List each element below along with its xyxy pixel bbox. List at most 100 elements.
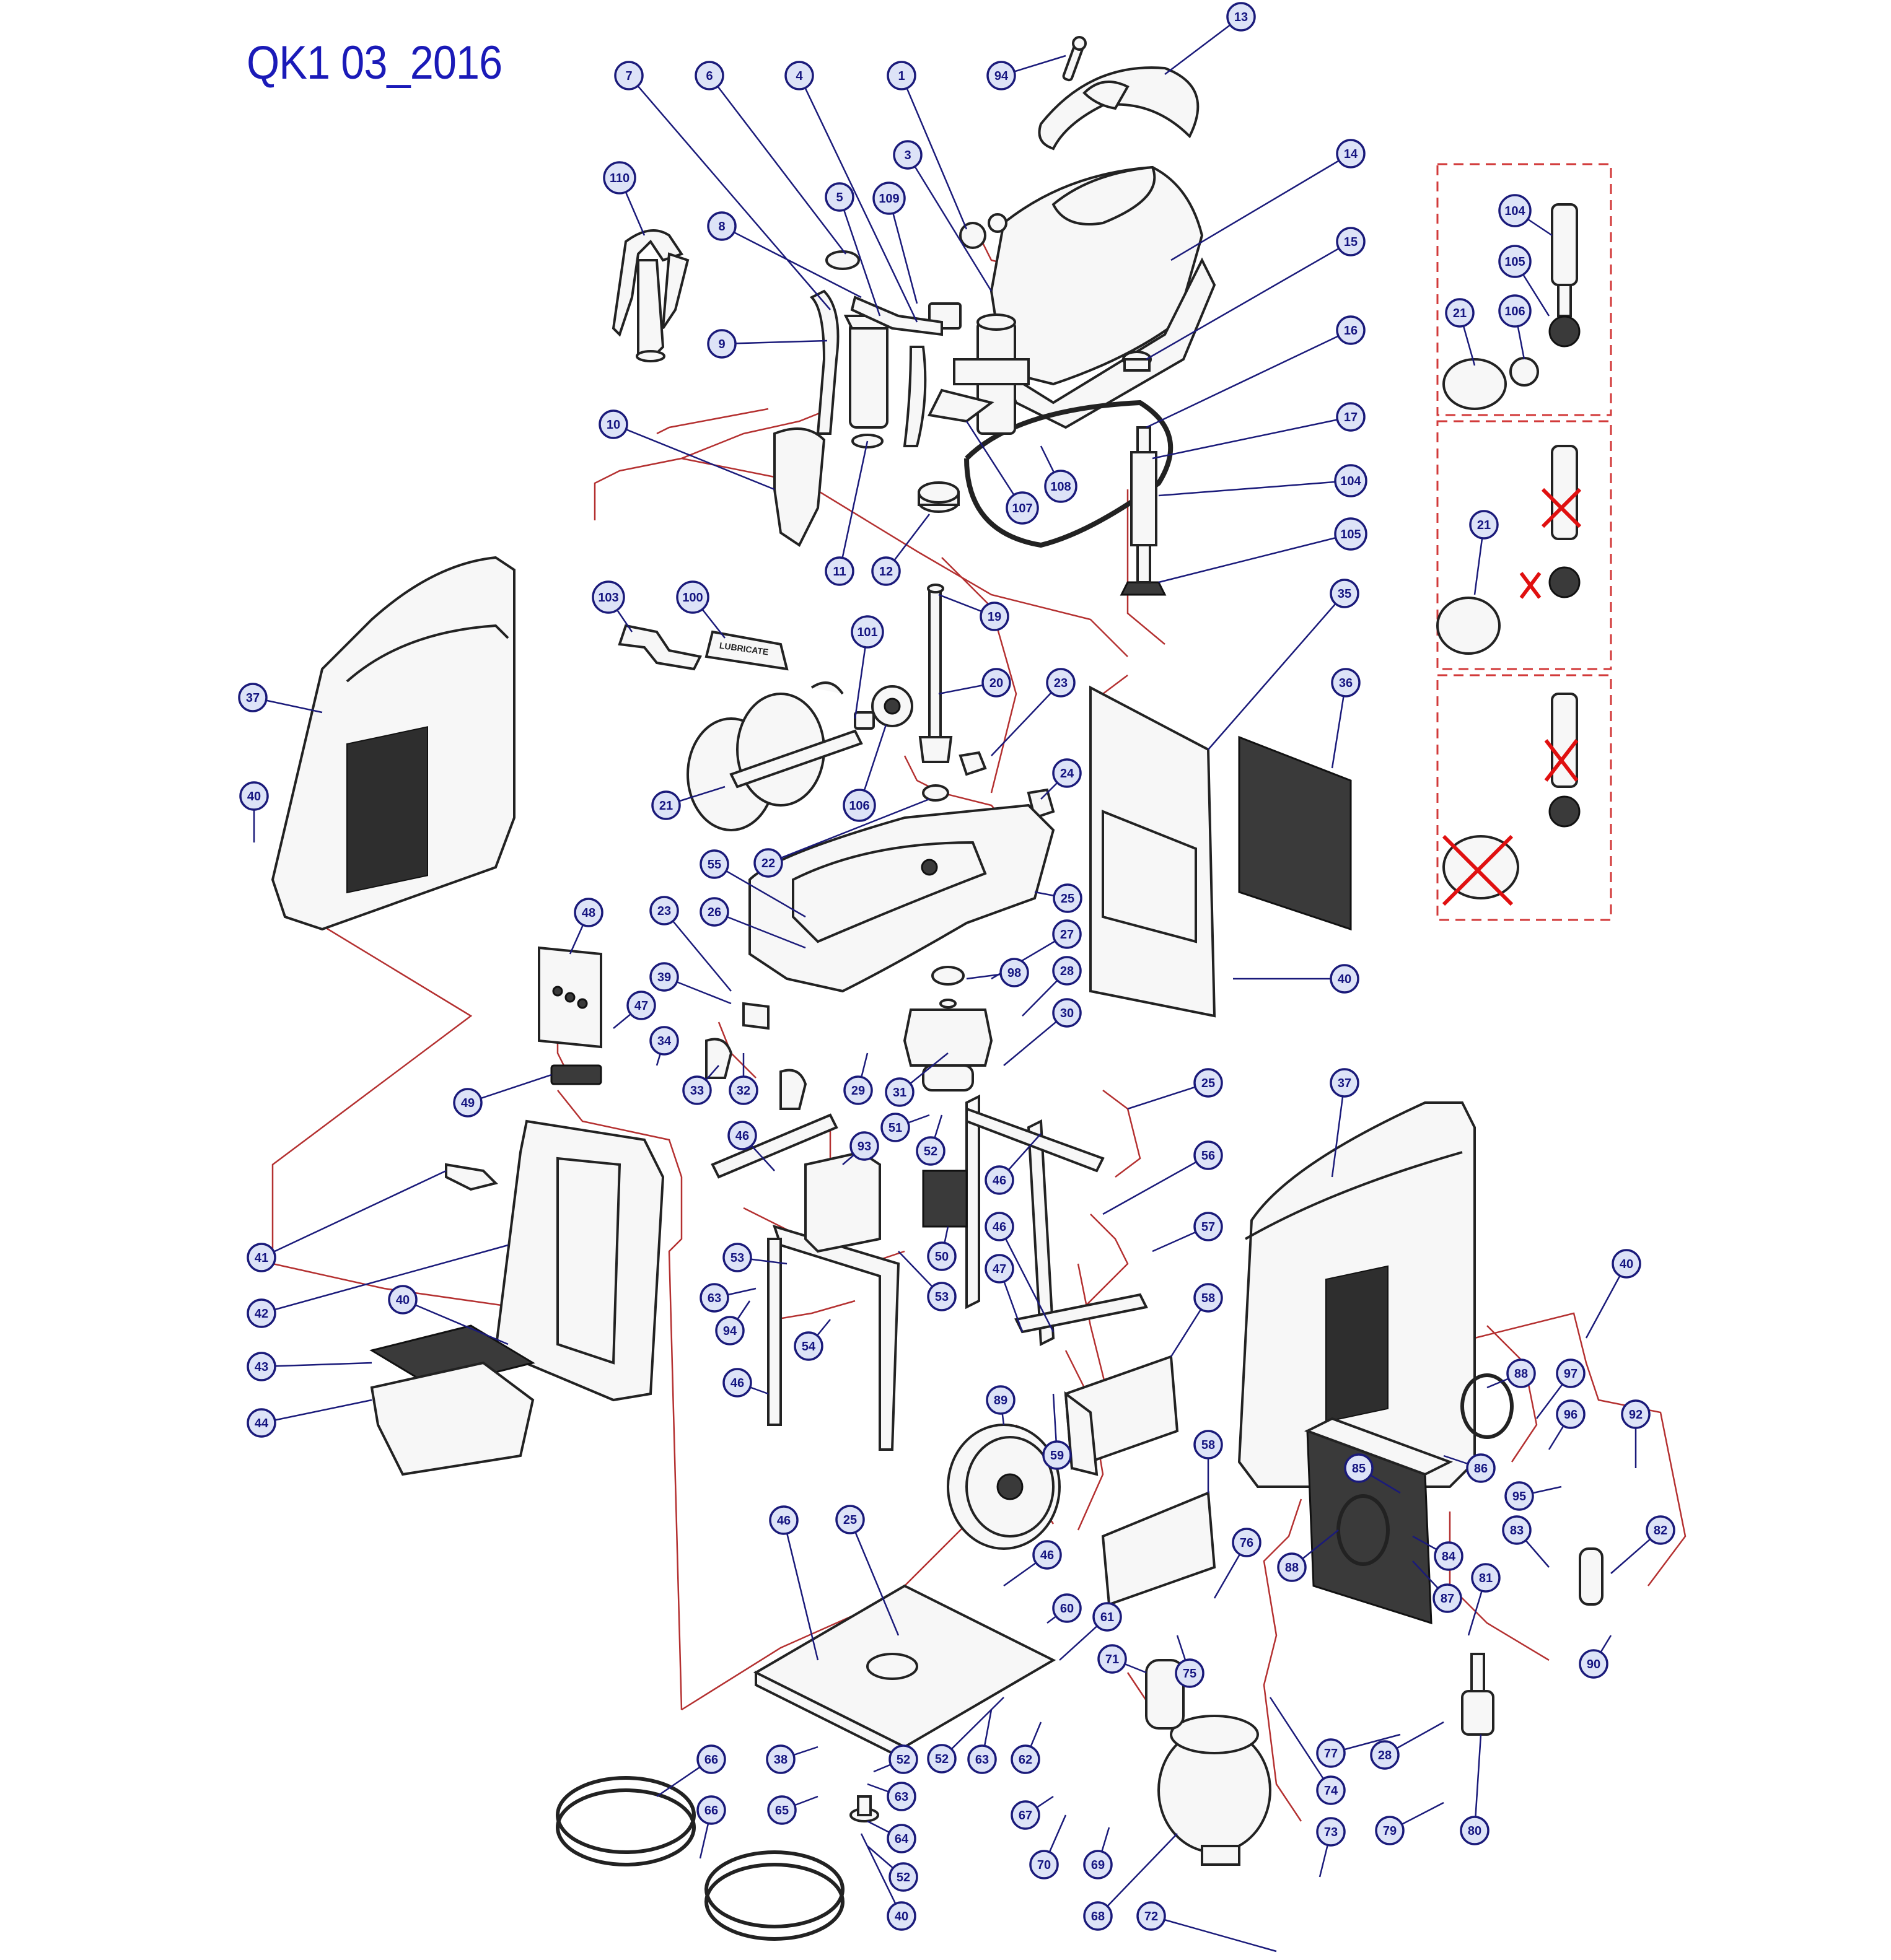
callout-number: 52 — [924, 1145, 937, 1158]
callout-bubble — [880, 1113, 910, 1142]
callout-bubble — [1370, 1740, 1400, 1770]
callout-66: 66 — [696, 1795, 726, 1825]
leader-line-35 — [1208, 593, 1345, 750]
callout-bubble — [985, 1165, 1014, 1195]
leader-line-9 — [721, 339, 828, 345]
callout-46: 46 — [985, 1212, 1014, 1241]
callout-bubble — [727, 1121, 757, 1150]
callout-90: 90 — [1579, 1649, 1608, 1679]
leader-line-105 — [1158, 533, 1351, 584]
callout-21: 21 — [1445, 298, 1475, 328]
callout-40: 40 — [887, 1901, 916, 1931]
callout-number: 47 — [993, 1262, 1006, 1276]
callout-bubble — [1471, 1563, 1501, 1593]
connector-49 — [550, 1064, 602, 1085]
leader-line-46 — [783, 1520, 819, 1661]
callout-bubble — [1330, 964, 1359, 994]
leader-line-14 — [1170, 152, 1351, 261]
callout-number: 32 — [737, 1084, 750, 1098]
callout-number: 7 — [625, 69, 632, 83]
callout-38: 38 — [766, 1744, 796, 1774]
callout-3: 3 — [893, 140, 923, 170]
drip-tray-43-44 — [369, 1324, 535, 1476]
callout-number: 95 — [1512, 1490, 1526, 1503]
callout-number: 83 — [1510, 1524, 1524, 1538]
callout-bubble — [1052, 919, 1082, 949]
callout-bubble — [1006, 491, 1039, 525]
callout-number: 57 — [1201, 1220, 1215, 1234]
callout-number: 28 — [1060, 965, 1074, 978]
callout-number: 10 — [607, 418, 620, 432]
leader-line-17 — [1152, 416, 1351, 460]
callout-bubble — [1434, 1541, 1463, 1571]
callout-bubble — [794, 1331, 823, 1361]
callout-bubble — [592, 580, 625, 614]
callout-number: 104 — [1504, 204, 1525, 218]
callout-bubble — [885, 1077, 915, 1107]
callout-number: 108 — [1050, 480, 1071, 494]
callout-number: 100 — [682, 591, 703, 605]
leader-line-23 — [991, 682, 1061, 756]
callout-number: 30 — [1060, 1007, 1074, 1020]
callout-29: 29 — [843, 1075, 873, 1105]
callout-27: 27 — [1052, 919, 1082, 949]
callout-37: 37 — [238, 683, 268, 712]
callout-bubble — [729, 1075, 758, 1105]
lubricant-tube-100: LUBRICATE — [704, 630, 789, 671]
callout-number: 80 — [1468, 1824, 1481, 1838]
callout-37: 37 — [1330, 1068, 1359, 1098]
callout-number: 75 — [1183, 1667, 1196, 1681]
callout-bubble — [247, 1408, 276, 1438]
callout-bubble — [1175, 1658, 1204, 1688]
callout-92: 92 — [1621, 1399, 1651, 1429]
callout-bubble — [767, 1795, 797, 1825]
callout-bubble — [1336, 315, 1366, 345]
callout-104: 104 — [1334, 464, 1367, 497]
callout-55: 55 — [700, 849, 729, 879]
callout-62: 62 — [1011, 1744, 1040, 1774]
callout-number: 25 — [843, 1513, 857, 1527]
callout-89: 89 — [986, 1385, 1016, 1415]
callout-bubble — [1193, 1283, 1223, 1313]
callout-number: 40 — [895, 1910, 908, 1923]
hopper-14 — [989, 165, 1216, 429]
callout-number: 14 — [1344, 147, 1358, 161]
callout-number: 36 — [1339, 676, 1353, 690]
callout-bubble — [986, 61, 1016, 90]
callout-94: 94 — [715, 1316, 745, 1345]
callout-number: 25 — [1061, 892, 1074, 906]
callout-bubble — [851, 615, 884, 649]
callout-10: 10 — [599, 409, 628, 439]
callout-number: 92 — [1629, 1408, 1643, 1422]
callout-number: 48 — [582, 906, 595, 920]
callout-bubble — [1011, 1744, 1040, 1774]
callout-bubble — [1375, 1816, 1405, 1845]
side-panel-37-right — [1237, 1101, 1476, 1488]
callout-65: 65 — [767, 1795, 797, 1825]
callout-bubble — [893, 140, 923, 170]
leader-line-6 — [709, 75, 846, 255]
callout-number: 90 — [1587, 1658, 1600, 1671]
callout-number: 46 — [993, 1174, 1006, 1188]
callout-bubble — [1042, 1440, 1072, 1470]
callout-bubble — [1193, 1140, 1223, 1170]
callout-bubble — [927, 1282, 957, 1311]
callout-83: 83 — [1502, 1515, 1532, 1545]
callout-bubble — [722, 1368, 752, 1398]
leader-line-104 — [1158, 479, 1351, 497]
callout-number: 62 — [1019, 1753, 1032, 1767]
callout-bubble — [927, 1241, 957, 1271]
callout-bubble — [1011, 1800, 1040, 1830]
callout-bubble — [985, 1212, 1014, 1241]
leader-line-15 — [1146, 240, 1351, 361]
callout-9: 9 — [707, 329, 737, 359]
callout-number: 11 — [833, 565, 846, 579]
callout-number: 50 — [935, 1250, 949, 1264]
callout-number: 94 — [723, 1324, 737, 1338]
callout-number: 104 — [1340, 475, 1361, 488]
callout-52: 52 — [888, 1862, 918, 1892]
callout-63: 63 — [967, 1744, 997, 1774]
callout-80: 80 — [1460, 1816, 1490, 1845]
rear-panel-35 — [1089, 685, 1216, 1018]
